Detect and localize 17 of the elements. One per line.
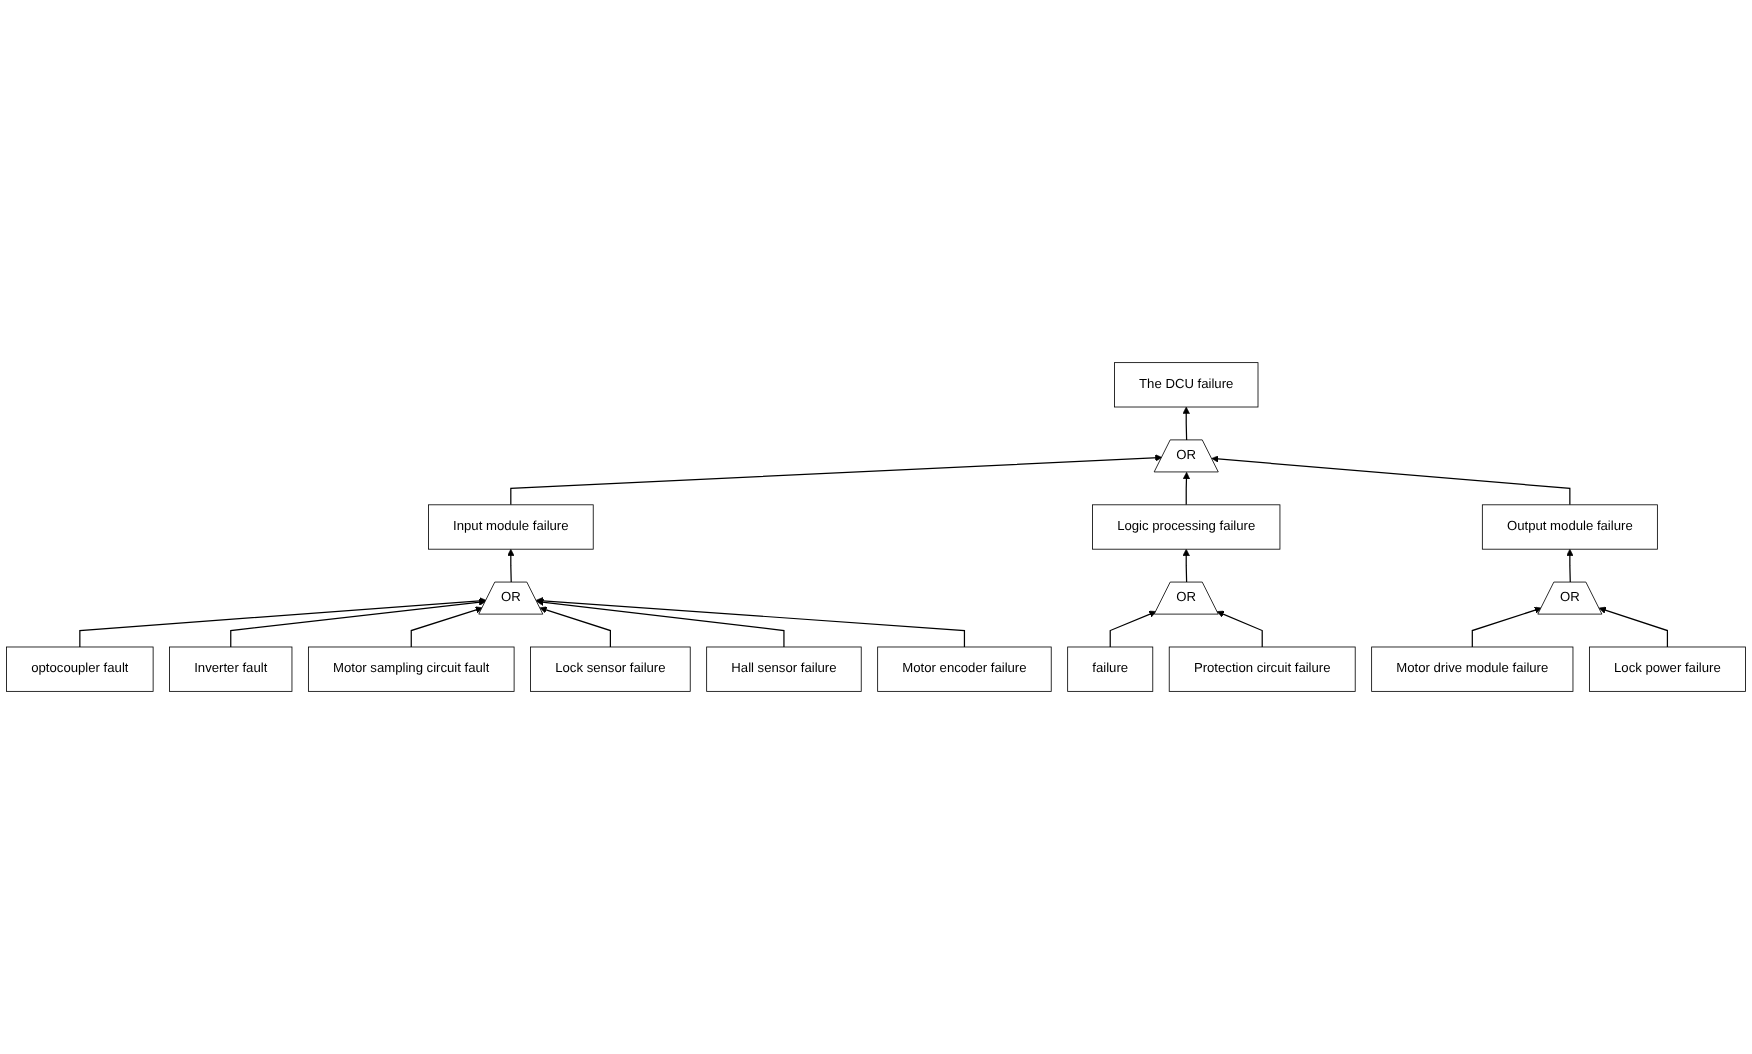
arrow (536, 598, 785, 648)
arrow (1216, 610, 1263, 648)
arrow (535, 597, 966, 648)
arrow (1471, 606, 1542, 648)
arrow (507, 548, 515, 584)
arrow (1182, 406, 1190, 441)
arrow (510, 454, 1163, 506)
arrow (1566, 548, 1574, 584)
arrow (410, 606, 483, 648)
arrow (1211, 455, 1571, 506)
arrow (1182, 472, 1191, 506)
arrow (539, 606, 611, 648)
arrow (230, 598, 487, 648)
arrow (1598, 606, 1669, 648)
arrow (79, 597, 487, 648)
arrow (1109, 610, 1157, 648)
arrow (1182, 548, 1190, 584)
